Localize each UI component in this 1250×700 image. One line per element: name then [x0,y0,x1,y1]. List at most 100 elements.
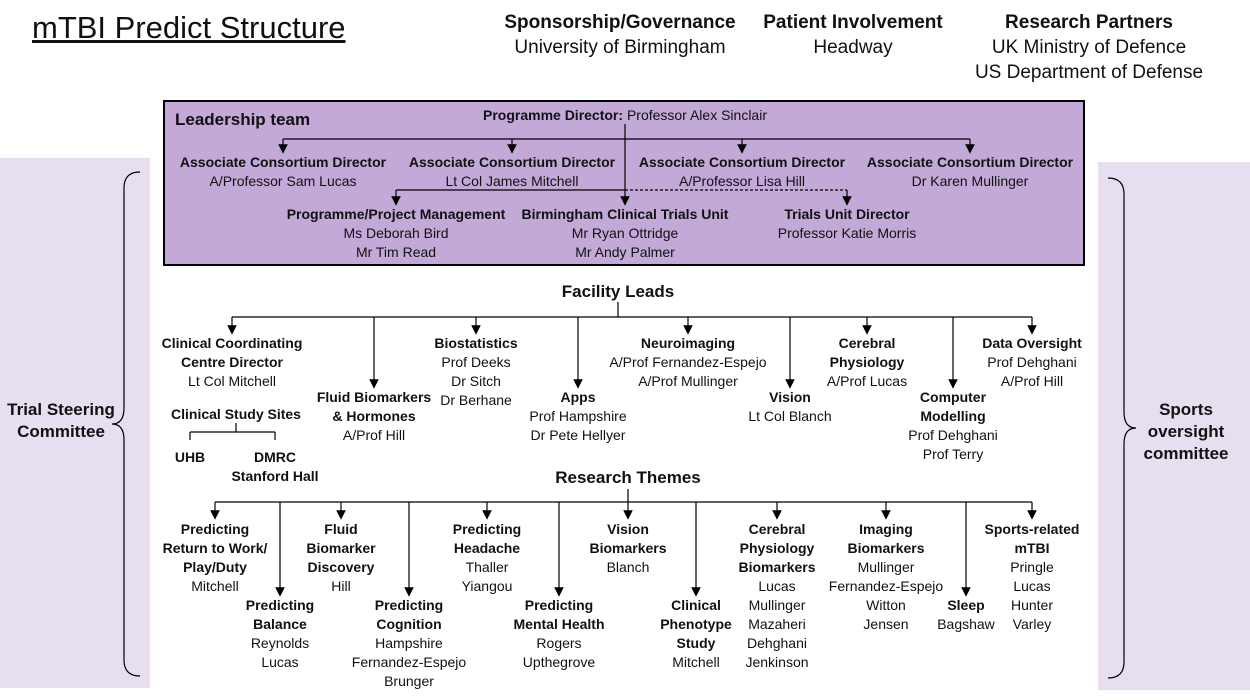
trial-steering-panel [0,158,150,688]
theme-member: Lucas [1013,578,1051,594]
theme-member: Mazaheri [748,616,806,632]
theme-predicting-balance: Predicting Balance Reynolds Lucas [246,596,314,672]
theme-title: mTBI [1014,540,1050,556]
theme-title: Clinical [671,597,721,613]
programme-director-label: Programme Director: [483,107,624,123]
facility-lead-name: A/Prof Hill [1000,373,1064,389]
theme-member: Bagshaw [937,616,995,632]
theme-title: Biomarkers [847,540,925,556]
facility-lead-name: Dr Sitch [451,373,501,389]
theme-vision-biomarkers: Vision Biomarkers Blanch [589,520,666,577]
theme-member: Fernandez-Espejo [351,654,467,670]
theme-title: Balance [253,616,307,632]
facility-title: Data Oversight [982,335,1082,351]
associate-director-name: Dr Karen Mullinger [911,173,1029,189]
facility-apps: Apps Prof Hampshire Dr Pete Hellyer [529,388,626,445]
sports-oversight-committee-label: Sports oversight committee [1143,399,1228,465]
theme-sleep: Sleep Bagshaw [937,596,995,634]
trials-unit-director: Trials Unit Director Professor Katie Mor… [778,205,916,243]
facility-lead-name: Prof Deeks [441,354,511,370]
site-dmrc-line: Stanford Hall [231,468,319,484]
theme-title: Predicting [245,597,315,613]
theme-member: Hunter [1010,597,1054,613]
facility-title: Clinical Coordinating [161,335,303,351]
theme-member: Mullinger [748,597,806,613]
facility-fluid-biomarkers: Fluid Biomarkers & Hormones A/Prof Hill [317,388,431,445]
associate-director-role: Associate Consortium Director [866,154,1074,170]
theme-predicting-mental-health: Predicting Mental Health Rogers Upthegro… [513,596,604,672]
theme-title: Headache [453,540,521,556]
trial-steering-line-1: Trial Steering [7,400,115,419]
theme-title: Predicting [524,597,594,613]
associate-director-role: Associate Consortium Director [408,154,616,170]
research-partners-block: Research Partners UK Ministry of Defence… [975,10,1203,85]
programme-management: Programme/Project Management Ms Deborah … [287,205,506,262]
patient-involvement-value: Headway [813,37,893,58]
theme-title: Predicting [452,521,522,537]
theme-title: Predicting [180,521,250,537]
theme-title: Study [676,635,716,651]
facility-lead-name: Prof Dehghani [908,427,998,443]
theme-imaging-biomarkers: Imaging Biomarkers Mullinger Fernandez-E… [829,520,943,634]
sponsorship-label: Sponsorship/Governance [504,12,736,33]
facility-title: & Hormones [332,408,416,424]
programme-director: Programme Director: Professor Alex Sincl… [483,106,767,125]
patient-involvement-block: Patient Involvement Headway [763,10,943,60]
facility-title: Modelling [920,408,986,424]
facility-lead-name: Lt Col Mitchell [188,373,276,389]
facility-leads-heading: Facility Leads [561,282,675,301]
sports-oversight-line-1: Sports [1159,400,1213,419]
patient-involvement-label: Patient Involvement [763,12,943,33]
theme-member: Yiangou [461,578,513,594]
facility-title: Fluid Biomarkers [316,389,432,405]
site-uhb: UHB [174,449,206,465]
theme-return-to-work: Predicting Return to Work/ Play/Duty Mit… [163,520,268,596]
theme-member: Rogers [536,635,582,651]
theme-title: Discovery [307,559,375,575]
theme-title: Sleep [947,597,985,613]
site-dmrc: DMRC Stanford Hall [231,448,318,486]
facility-title: Physiology [829,354,905,370]
theme-clinical-phenotype-study: Clinical Phenotype Study Mitchell [660,596,732,672]
facility-biostatistics: Biostatistics Prof Deeks Dr Sitch Dr Ber… [434,334,517,410]
facility-title: Apps [560,389,596,405]
clinical-study-sites-label: Clinical Study Sites [171,406,301,422]
programme-management-name: Mr Tim Read [355,244,437,260]
theme-title: Cognition [376,616,442,632]
associate-director-role: Associate Consortium Director [179,154,387,170]
facility-lead-name: Prof Terry [922,446,984,462]
theme-title: Physiology [739,540,815,556]
theme-member: Mitchell [191,578,239,594]
sports-oversight-line-2: oversight [1147,422,1225,441]
theme-member: Reynolds [250,635,310,651]
facility-title: Vision [769,389,811,405]
theme-member: Jenkinson [745,654,809,670]
associate-director-3: Associate Consortium Director A/Professo… [639,153,845,191]
theme-member: Mullinger [857,559,915,575]
theme-member: Lucas [261,654,299,670]
associate-director-name: Lt Col James Mitchell [445,173,579,189]
sports-oversight-panel [1098,162,1250,690]
theme-title: Mental Health [513,616,605,632]
facility-vision: Vision Lt Col Blanch [748,388,831,426]
theme-member: Fernandez-Espejo [828,578,944,594]
leadership-team-box [163,100,1085,266]
facility-cerebral-physiology: Cerebral Physiology A/Prof Lucas [827,334,907,391]
associate-director-2: Associate Consortium Director Lt Col Jam… [409,153,615,191]
theme-member: Jensen [863,616,909,632]
programme-management-name: Ms Deborah Bird [343,225,449,241]
bctu-role: Birmingham Clinical Trials Unit [521,206,729,222]
theme-title: Fluid [324,521,358,537]
trial-steering-committee-label: Trial Steering Committee [7,399,115,443]
theme-member: Pringle [1010,559,1054,575]
research-themes-heading: Research Themes [555,468,701,487]
theme-member: Witton [866,597,906,613]
facility-title: Cerebral [838,335,896,351]
theme-title: Sports-related [984,521,1080,537]
associate-director-1: Associate Consortium Director A/Professo… [180,153,386,191]
theme-title: Return to Work/ [162,540,268,556]
research-partners-label: Research Partners [1005,12,1173,33]
facility-lead-name: A/Prof Hill [342,427,406,443]
trials-unit-director-name: Professor Katie Morris [777,225,917,241]
